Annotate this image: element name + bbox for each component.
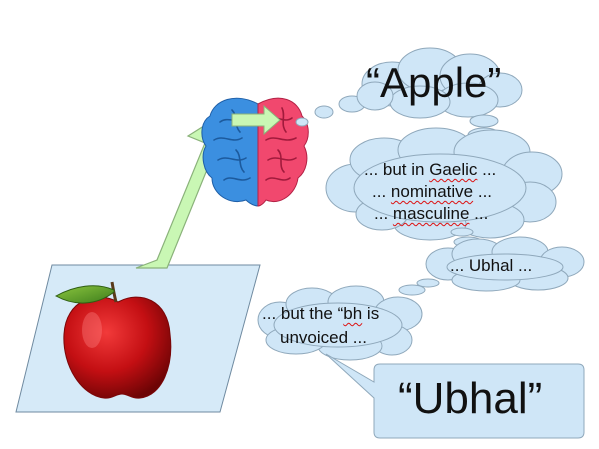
apple-thought-cloud	[356, 47, 523, 119]
gaelic-thought-cloud	[325, 127, 563, 241]
thought-dot	[314, 105, 334, 119]
ubhal-thought-text: ... Ubhal ...	[450, 256, 533, 275]
gaelic-line-pre: ... but in	[364, 160, 430, 179]
thought-dot	[416, 278, 440, 288]
ubhal-final-word: “Ubhal”	[398, 374, 543, 423]
ubhal-thought-cloud	[425, 236, 585, 292]
thought-dot	[469, 114, 499, 128]
nominative-word: nominative	[390, 182, 474, 201]
gaelic-line: ... but in Gaelic ...	[364, 160, 496, 180]
apple-photo-icon	[54, 281, 172, 399]
masculine-line-post: ...	[469, 204, 489, 223]
thought-dot	[295, 117, 309, 127]
brain-icon	[201, 97, 309, 207]
masculine-line-pre: ...	[374, 204, 393, 223]
unvoiced-line-2: unvoiced ...	[280, 328, 367, 347]
gaelic-word: Gaelic	[429, 160, 478, 179]
apple-word: “Apple”	[366, 59, 502, 106]
nominative-line-pre: ...	[372, 182, 391, 201]
unvoiced-line-pre: ... but the “	[262, 304, 344, 323]
nominative-line-post: ...	[473, 182, 493, 201]
thought-dot	[450, 227, 474, 237]
masculine-word: masculine	[392, 204, 470, 223]
ubhal-speech-bubble	[325, 353, 585, 439]
nominative-line: ... nominative ...	[372, 182, 492, 202]
unvoiced-line-post: is	[362, 304, 380, 323]
unvoiced-line-1: ... but the “bh is	[262, 304, 379, 324]
gaelic-line-post: ...	[477, 160, 497, 179]
bh-word: bh	[343, 304, 363, 323]
thought-dot	[398, 284, 426, 296]
unvoiced-thought-cloud	[257, 285, 423, 361]
brain-arrow-icon	[231, 104, 281, 136]
masculine-line: ... masculine ...	[374, 204, 488, 224]
